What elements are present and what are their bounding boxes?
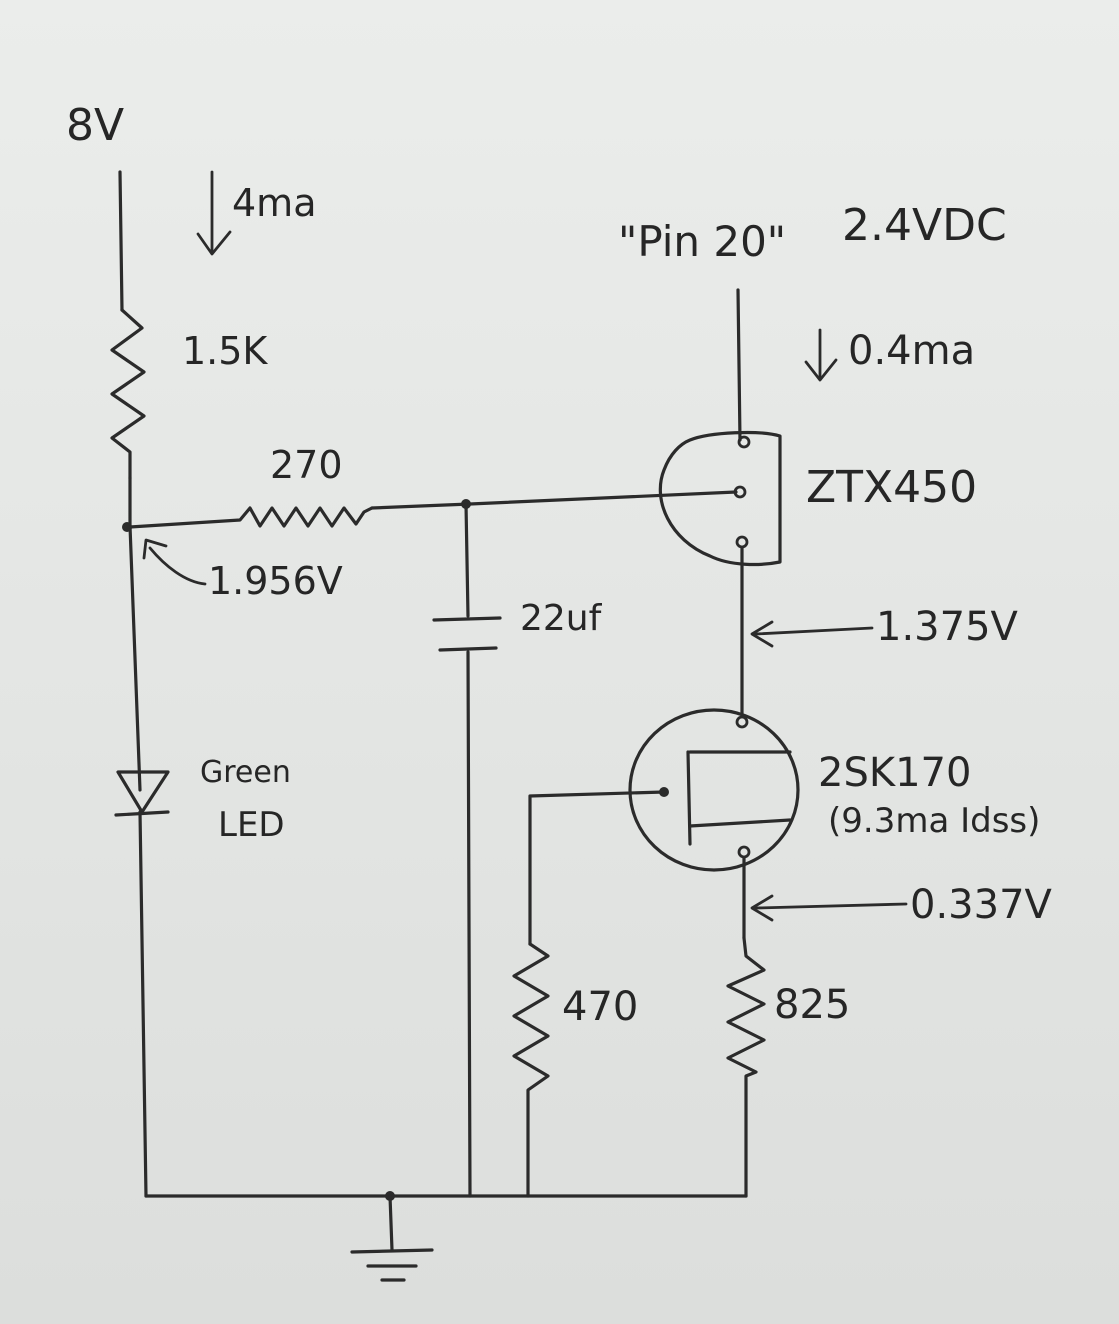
current-arrow-0-4ma bbox=[804, 328, 838, 382]
led-label-line1: Green bbox=[200, 755, 291, 790]
resistor-1-5k bbox=[110, 308, 146, 480]
ztx450-transistor bbox=[658, 430, 782, 567]
resistor-825 bbox=[726, 936, 766, 1198]
resistor-470-label: 470 bbox=[562, 984, 638, 1030]
pin-voltage-label: 2.4VDC bbox=[842, 200, 1007, 251]
pin-current-label: 0.4ma bbox=[848, 328, 975, 374]
supply-current-label: 4ma bbox=[232, 181, 316, 225]
capacitor-label: 22uf bbox=[520, 598, 603, 639]
voltage-1956-label: 1.956V bbox=[208, 559, 343, 603]
resistor-825-label: 825 bbox=[774, 982, 850, 1028]
current-arrow-4ma bbox=[196, 170, 232, 256]
jfet-note-label: (9.3ma Idss) bbox=[828, 801, 1040, 841]
resistor-470 bbox=[512, 942, 550, 1198]
green-led-symbol bbox=[114, 770, 170, 817]
left-rail-wire bbox=[128, 476, 148, 1198]
resistor-270 bbox=[128, 490, 738, 529]
resistor-1-5k-label: 1.5K bbox=[182, 329, 268, 373]
resistor-270-label: 270 bbox=[270, 443, 343, 487]
voltage-pointer-0337 bbox=[750, 894, 908, 922]
ground-bus bbox=[144, 1191, 748, 1282]
voltage-pointer-1375 bbox=[750, 620, 874, 648]
led-label-line2: LED bbox=[218, 805, 285, 845]
supply-voltage-label: 8V bbox=[66, 100, 124, 151]
supply-wire bbox=[118, 170, 124, 312]
capacitor-22uf bbox=[432, 502, 502, 1198]
jfet-2sk170 bbox=[628, 708, 800, 872]
jfet-label: 2SK170 bbox=[818, 750, 971, 796]
voltage-0337-label: 0.337V bbox=[910, 882, 1053, 928]
pin-name-label: "Pin 20" bbox=[618, 217, 786, 266]
bjt-label: ZTX450 bbox=[806, 462, 977, 513]
pin20-wire bbox=[736, 288, 742, 442]
voltage-pointer-1956 bbox=[142, 538, 207, 586]
node-junction-left bbox=[122, 522, 132, 532]
voltage-1375-label: 1.375V bbox=[876, 604, 1019, 650]
gate-wire bbox=[528, 790, 666, 946]
